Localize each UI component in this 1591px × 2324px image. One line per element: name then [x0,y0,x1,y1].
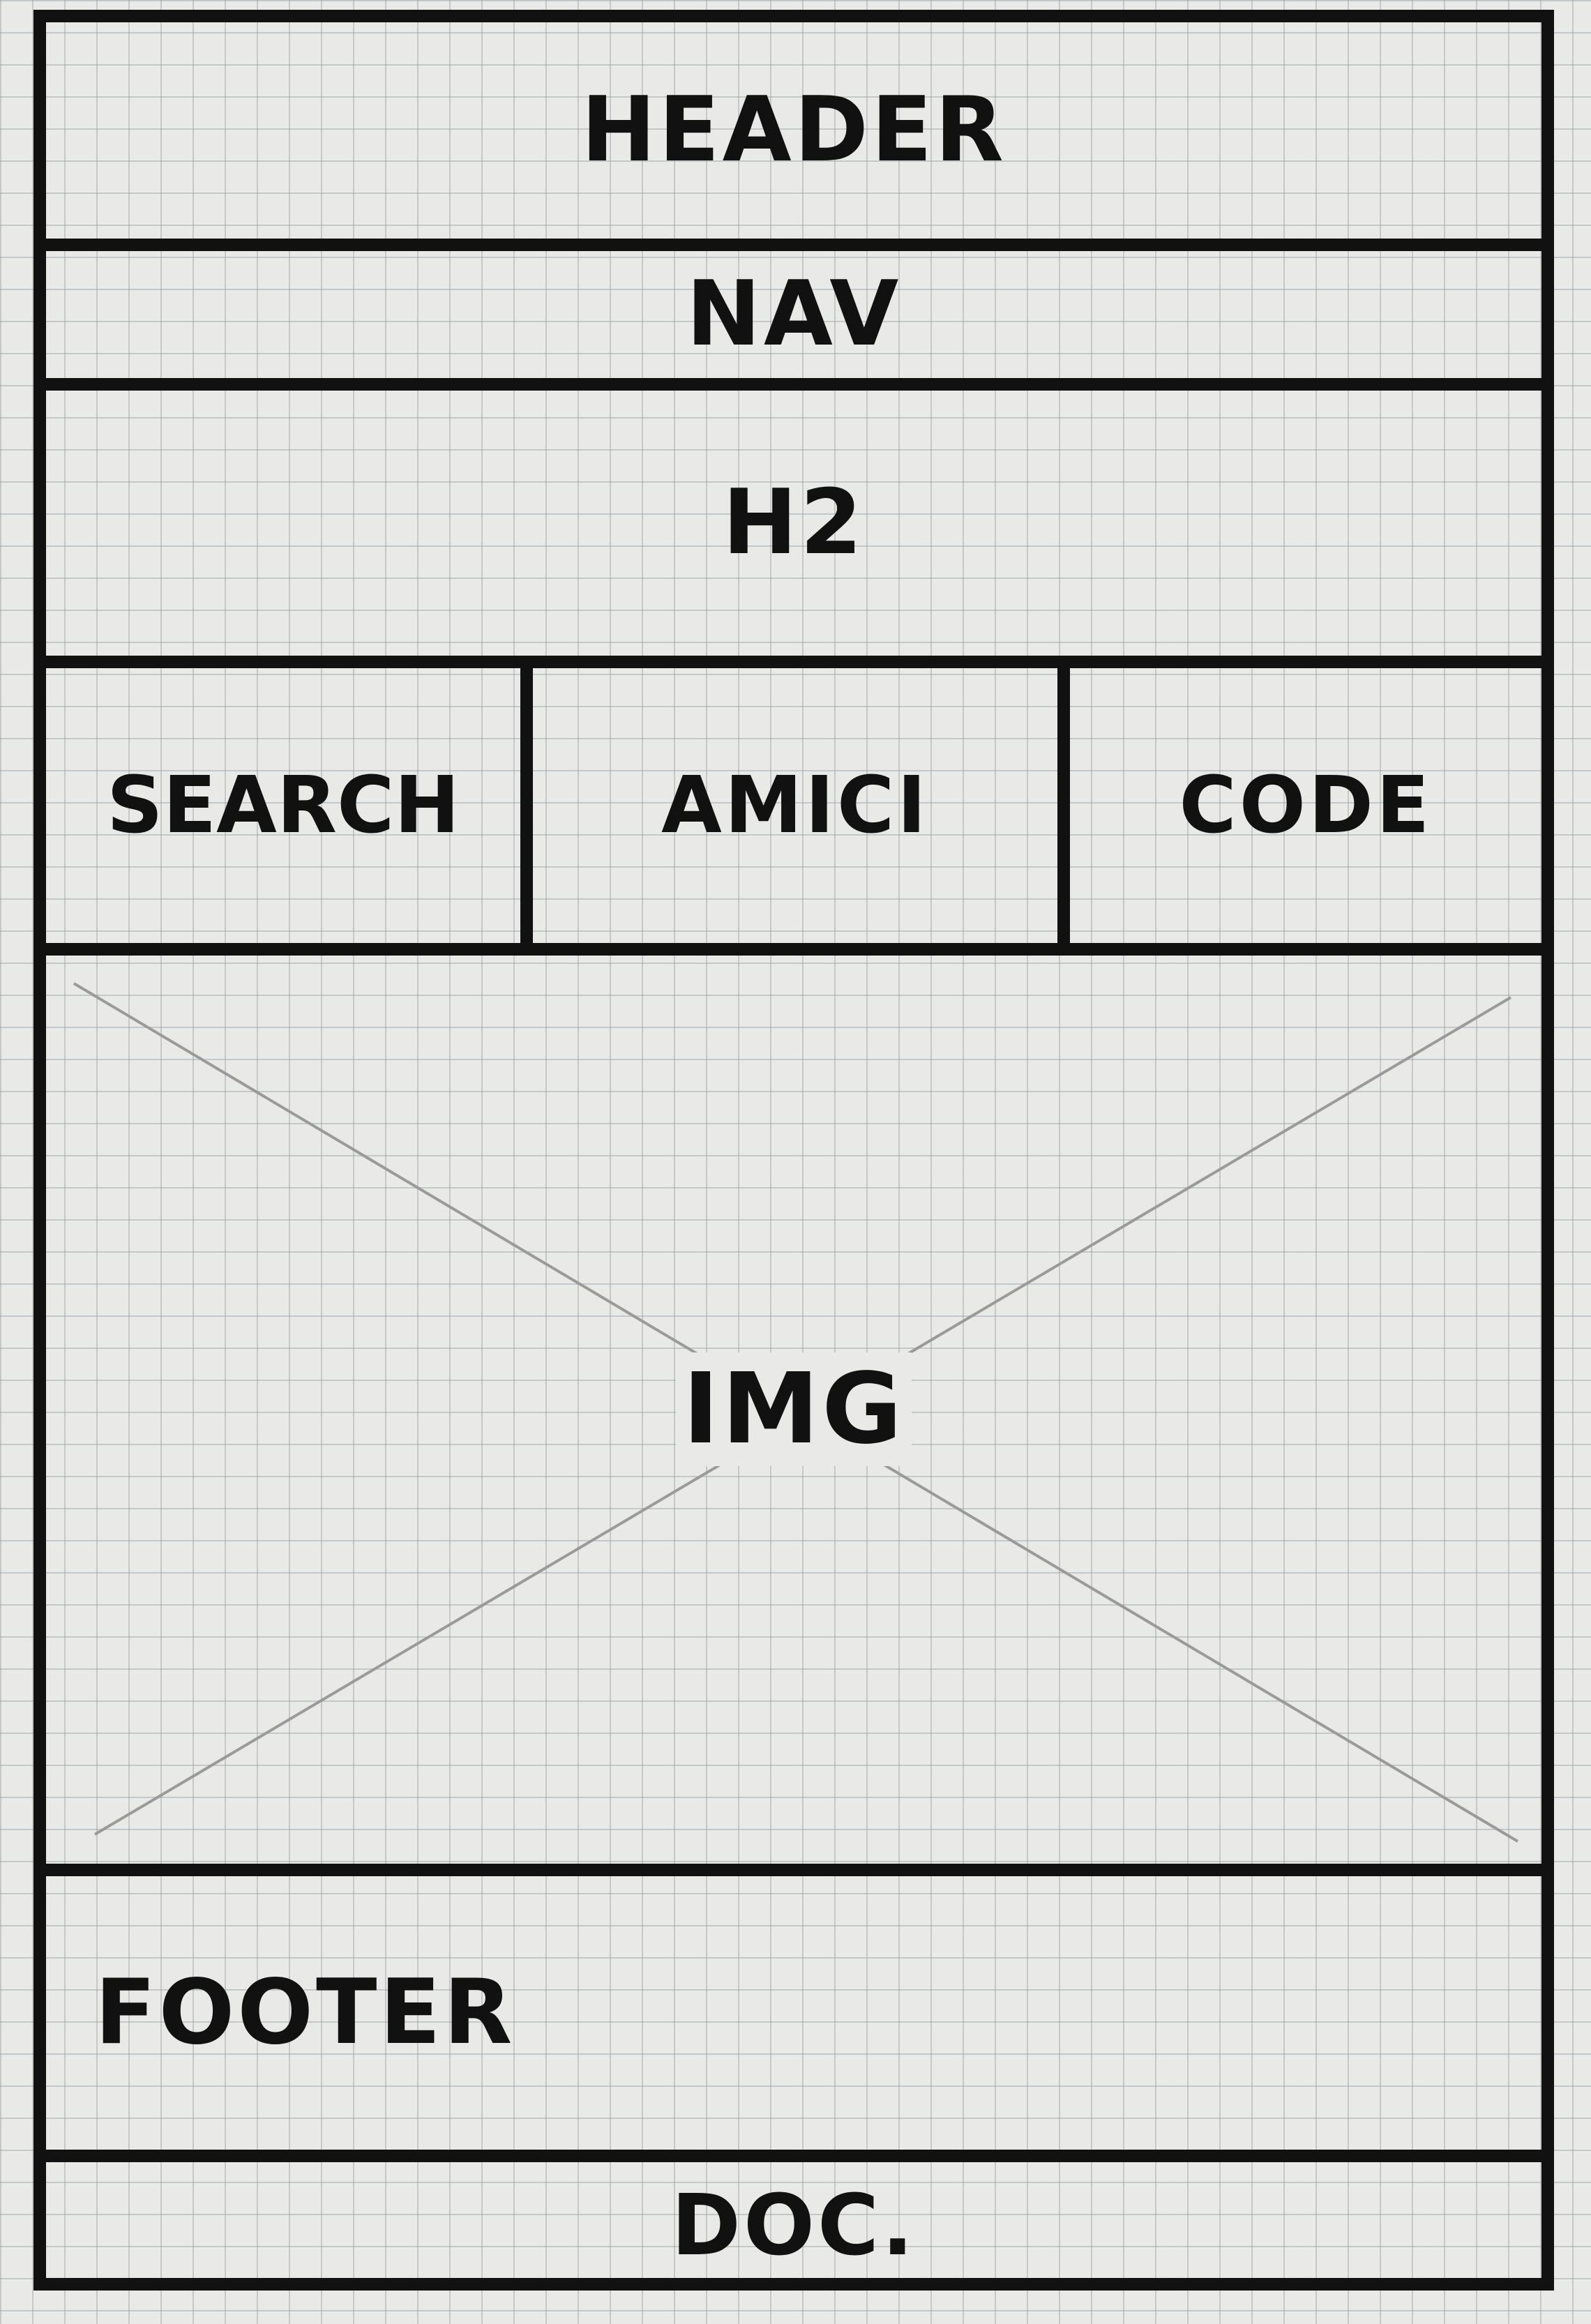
columns-row: SEARCH AMICI CODE [46,668,1541,943]
column-divider-1 [520,668,533,943]
footer-section: FOOTER [46,1876,1541,2150]
image-placeholder: IMG [46,956,1541,1864]
nav-section: NAV [46,251,1541,378]
image-label: IMG [675,1352,912,1466]
column-divider-2 [1057,668,1070,943]
column-code: CODE [1070,668,1541,943]
divider-image [46,1864,1541,1876]
divider-nav [46,378,1541,391]
column-amici: AMICI [533,668,1057,943]
header-section: HEADER [46,22,1541,239]
column-code-label: CODE [1179,760,1433,851]
divider-heading [46,656,1541,668]
wireframe-frame: HEADER NAV H2 SEARCH AMICI CODE IMG [33,10,1554,2291]
divider-header [46,239,1541,251]
heading-section: H2 [46,391,1541,656]
footer-label: FOOTER [95,1961,515,2065]
heading-label: H2 [722,471,866,575]
doc-section: DOC. [46,2162,1541,2291]
doc-label: DOC. [671,2178,917,2274]
divider-columns [46,943,1541,956]
column-amici-label: AMICI [661,760,929,851]
divider-footer [46,2150,1541,2162]
nav-label: NAV [686,262,902,366]
header-label: HEADER [581,78,1006,182]
column-search: SEARCH [46,668,520,943]
column-search-label: SEARCH [106,760,460,851]
